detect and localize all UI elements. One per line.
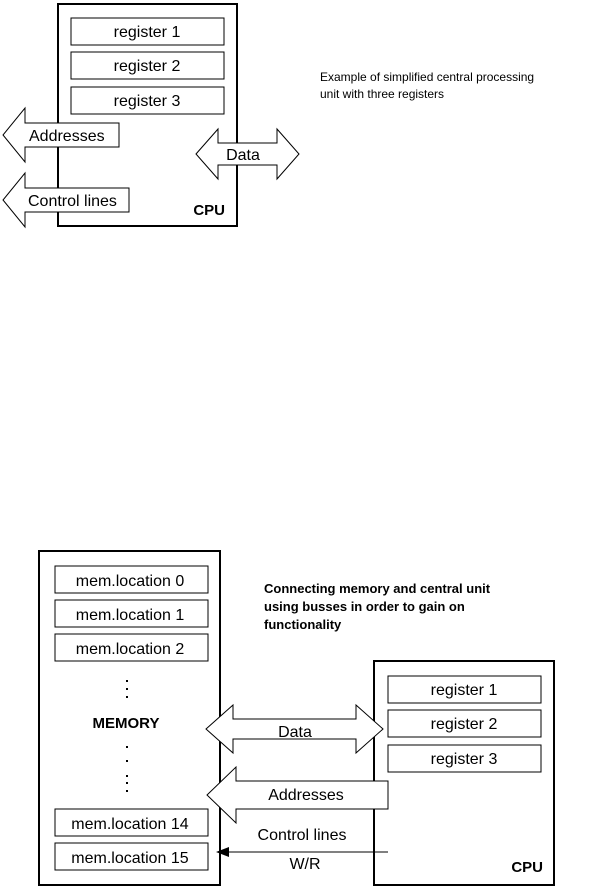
memory-label: MEMORY <box>93 715 160 732</box>
bottom-caption-line-2: using busses in order to gain on <box>264 599 465 614</box>
bottom-register-1-label: register 1 <box>431 682 498 699</box>
bottom-caption-line-1: Connecting memory and central unit <box>264 581 491 596</box>
mem-location-2-label: mem.location 2 <box>76 641 185 658</box>
bottom-figure: Connecting memory and central unit using… <box>38 550 555 886</box>
top-register-3-box <box>70 86 225 115</box>
bottom-caption-line-3: functionality <box>264 617 342 632</box>
top-figure: register 1 register 2 register 3 Address… <box>2 3 534 229</box>
mem-location-14-label: mem.location 14 <box>71 816 188 833</box>
bottom-register-3-box <box>387 744 542 773</box>
top-register-3-label: register 3 <box>114 93 181 110</box>
mem-location-0-box <box>54 565 209 594</box>
bottom-control-arrowhead <box>216 847 229 857</box>
top-cpu-label: CPU <box>193 202 225 219</box>
top-caption-line-2: unit with three registers <box>320 87 444 101</box>
top-caption-line-1: Example of simplified central processing <box>320 70 534 84</box>
top-register-2-label: register 2 <box>114 58 181 75</box>
top-register-1-box <box>70 17 225 46</box>
bottom-wr-label: W/R <box>289 856 320 873</box>
mem-location-1-box <box>54 599 209 628</box>
bottom-register-1-box <box>387 675 542 704</box>
bottom-data-arrow <box>205 703 384 755</box>
top-data-arrow <box>195 127 300 181</box>
bottom-register-2-label: register 2 <box>431 716 498 733</box>
bottom-data-label: Data <box>278 724 312 741</box>
top-control-lines-label: Control lines <box>28 193 117 210</box>
top-control-lines-arrow <box>2 171 130 229</box>
mem-location-0-label: mem.location 0 <box>76 573 185 590</box>
top-register-2-box <box>70 51 225 80</box>
top-data-label: Data <box>226 147 260 164</box>
memory-ellipsis-upper <box>126 680 128 698</box>
mem-location-2-box <box>54 633 209 662</box>
bottom-addresses-label: Addresses <box>268 787 344 804</box>
mem-location-15-box <box>54 842 209 871</box>
top-register-1-label: register 1 <box>114 24 181 41</box>
bottom-control-lines-label: Control lines <box>258 827 347 844</box>
memory-ellipsis-lower <box>126 746 128 792</box>
bottom-cpu-label: CPU <box>511 859 543 876</box>
mem-location-14-box <box>54 808 209 837</box>
top-addresses-arrow <box>2 106 120 164</box>
mem-location-15-label: mem.location 15 <box>71 850 188 867</box>
bottom-addresses-arrow <box>206 765 389 825</box>
top-addresses-label: Addresses <box>29 128 105 145</box>
mem-location-1-label: mem.location 1 <box>76 607 185 624</box>
bottom-register-3-label: register 3 <box>431 751 498 768</box>
bottom-register-2-box <box>387 709 542 738</box>
